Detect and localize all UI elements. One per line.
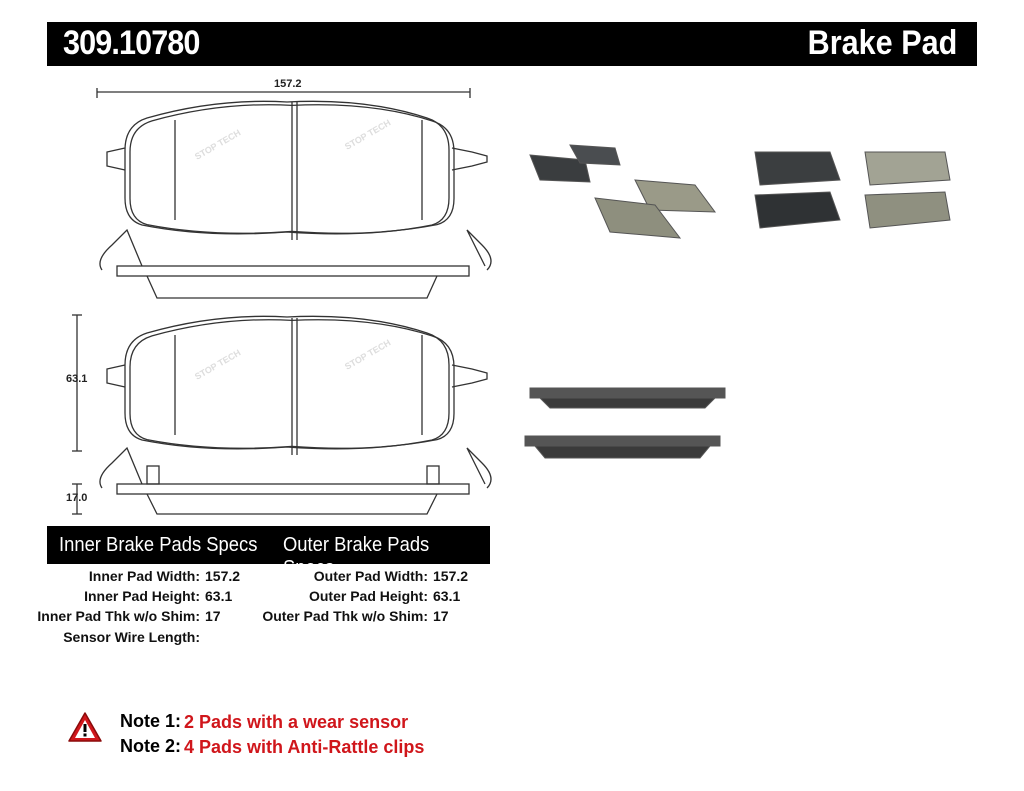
- svg-text:STOP TECH: STOP TECH: [193, 127, 242, 161]
- spec-value: 157.2: [205, 568, 241, 584]
- spec-label: Outer Pad Height:: [308, 588, 428, 604]
- note-2-text: 4 Pads with Anti-Rattle clips: [184, 737, 425, 757]
- svg-text:STOP TECH: STOP TECH: [343, 117, 392, 151]
- title-bar: 309.10780 Brake Pad: [47, 22, 977, 66]
- specs-header: Inner Brake Pads Specs Outer Brake Pads …: [47, 526, 490, 579]
- outer-specs-title: Outer Brake Pads Specs: [283, 534, 430, 579]
- spec-label: Sensor Wire Length:: [63, 629, 200, 645]
- product-photos: [524, 144, 951, 459]
- inner-specs-title: Inner Brake Pads Specs: [59, 534, 258, 556]
- spec-label: Inner Pad Thk w/o Shim:: [37, 608, 200, 624]
- spec-value: 17: [205, 608, 221, 624]
- spec-label: Outer Pad Thk w/o Shim:: [262, 608, 428, 624]
- svg-text:STOP TECH: STOP TECH: [343, 337, 392, 371]
- thickness-dimension: 17.0: [66, 492, 88, 504]
- height-dimension: 63.1: [66, 373, 88, 385]
- spec-label: Inner Pad Height:: [84, 588, 200, 604]
- width-dimension: 157.2: [274, 78, 302, 90]
- note-2-label: Note 2:: [120, 736, 182, 756]
- spec-label: Inner Pad Width:: [88, 568, 200, 584]
- pad-technical-drawing: STOP TECH STOP TECH STOP TECH STOP TECH: [72, 88, 492, 515]
- svg-text:STOP TECH: STOP TECH: [193, 347, 242, 381]
- product-type: Brake Pad: [807, 24, 957, 62]
- spec-value: 17: [433, 608, 449, 624]
- warning-triangle-icon: [68, 712, 102, 742]
- note-1-label: Note 1:: [120, 711, 182, 731]
- spec-value: 63.1: [205, 588, 233, 604]
- spec-label: Outer Pad Width:: [313, 568, 428, 584]
- spec-value: 157.2: [433, 568, 469, 584]
- note-1-text: 2 Pads with a wear sensor: [184, 712, 409, 732]
- spec-value: 63.1: [433, 588, 461, 604]
- part-number: 309.10780: [63, 24, 200, 62]
